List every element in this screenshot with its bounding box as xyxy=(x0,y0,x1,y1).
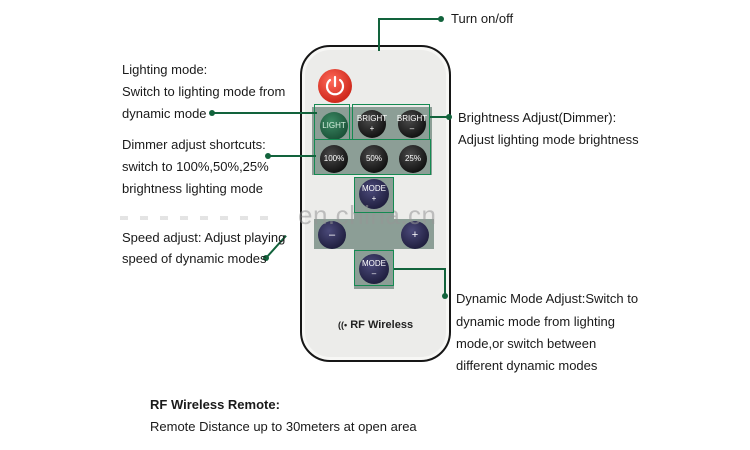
turn-onoff-label: Turn on/off xyxy=(451,11,514,26)
wireless-signal-icon: ((• xyxy=(338,320,348,330)
watermark-stripes xyxy=(120,216,270,220)
mode-minus-sign: – xyxy=(371,269,377,278)
remote-title: RF Wireless Remote: xyxy=(150,397,280,412)
leader-mode-minus-dot xyxy=(442,293,448,299)
brightness-25-button[interactable]: 25% xyxy=(399,145,427,173)
leader-brightness-dot xyxy=(446,114,452,120)
mode-minus-highlight-frame xyxy=(354,250,394,286)
lighting-mode-title: Lighting mode: xyxy=(122,62,208,77)
speed-plus-button[interactable]: + xyxy=(401,221,429,249)
leader-light-dot xyxy=(209,110,215,116)
bright-plus-button[interactable]: BRIGHT + xyxy=(356,110,388,138)
speed-minus-sign: – xyxy=(328,229,336,241)
bright-minus-button[interactable]: BRIGHT – xyxy=(396,110,428,138)
dimmer-line1: switch to 100%,50%,25% xyxy=(122,159,269,174)
brightness-50-button[interactable]: 50% xyxy=(360,145,388,173)
dimmer-line2: brightness lighting mode xyxy=(122,181,263,196)
leader-brightness xyxy=(430,116,450,118)
leader-mode-minus-vertical xyxy=(444,268,446,296)
mode-plus-button[interactable]: MODE + xyxy=(359,179,389,209)
light-highlight-frame xyxy=(314,104,350,140)
bright-plus-label: BRIGHT xyxy=(356,114,388,123)
dynamic-line4: different dynamic modes xyxy=(456,358,598,373)
leader-power-horizontal xyxy=(378,18,440,20)
leader-mode-minus xyxy=(394,268,446,270)
brand-label: RF Wireless xyxy=(350,319,414,331)
leader-speed-dot xyxy=(263,255,269,261)
brightness-50-label: 50% xyxy=(365,154,382,163)
mode-plus-highlight-frame xyxy=(354,177,394,213)
mode-minus-button[interactable]: MODE – xyxy=(359,254,389,284)
light-button[interactable]: LIGHT xyxy=(320,112,348,140)
bright-minus-label: BRIGHT xyxy=(396,114,428,123)
brightness-100-label: 100% xyxy=(323,154,345,163)
power-button[interactable] xyxy=(318,69,352,103)
lighting-mode-line2: dynamic mode xyxy=(122,106,207,121)
rf-remote: LIGHT BRIGHT + BRIGHT – 100% 50% 25% MOD… xyxy=(300,45,451,362)
speed-line2: speed of dynamic modes xyxy=(122,251,267,266)
dimmer-title: Dimmer adjust shortcuts: xyxy=(122,137,266,152)
brightness-25-label: 25% xyxy=(404,154,421,163)
mode-plus-label: MODE xyxy=(362,184,386,193)
brightness-100-button[interactable]: 100% xyxy=(320,145,348,173)
leader-dimmer-dot xyxy=(265,153,271,159)
watermark: en.china.cn xyxy=(298,200,437,230)
leader-light xyxy=(212,112,317,114)
speed-plus-sign: + xyxy=(411,229,419,241)
brightness-title: Brightness Adjust(Dimmer): xyxy=(458,110,617,125)
lighting-mode-line1: Switch to lighting mode from xyxy=(122,84,286,99)
dynamic-line1: Dynamic Mode Adjust:Switch to xyxy=(456,291,639,306)
mode-plus-sign: + xyxy=(371,194,377,203)
leader-dimmer xyxy=(268,155,316,157)
dimmer-highlight-frame xyxy=(314,139,431,175)
brand-label-row: ((• RF Wireless xyxy=(338,319,413,331)
light-button-label: LIGHT xyxy=(322,121,346,130)
bright-plus-sign: + xyxy=(369,124,375,133)
remote-description: Remote Distance up to 30meters at open a… xyxy=(150,419,417,434)
brightness-highlight-frame xyxy=(352,104,430,140)
power-icon xyxy=(325,75,345,96)
bright-minus-sign: – xyxy=(409,124,415,133)
speed-minus-button[interactable]: – xyxy=(318,221,346,249)
mode-minus-label: MODE xyxy=(362,259,386,268)
speed-line1: Speed adjust: Adjust playing xyxy=(122,230,286,245)
dynamic-line3: mode,or switch between xyxy=(456,336,597,351)
leader-power-vertical xyxy=(378,19,380,51)
leader-power-dot xyxy=(438,16,444,22)
dynamic-line2: dynamic mode from lighting xyxy=(456,314,615,329)
brightness-line1: Adjust lighting mode brightness xyxy=(458,132,639,147)
